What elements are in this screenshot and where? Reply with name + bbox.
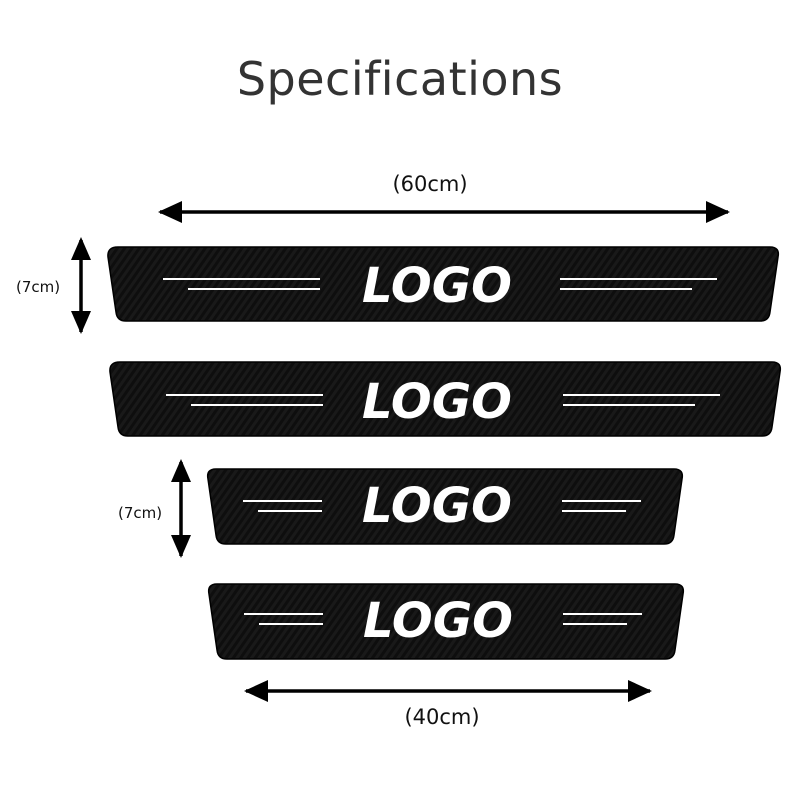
decor-lines-left bbox=[243, 500, 322, 512]
sill-plate-small-1: LOGO bbox=[206, 468, 684, 545]
decor-lines-right bbox=[560, 278, 717, 290]
logo-text: LOGO bbox=[362, 478, 512, 534]
page-title: Specifications bbox=[236, 52, 564, 106]
decor-lines-right bbox=[562, 500, 641, 512]
decor-lines-left bbox=[163, 278, 320, 290]
decor-lines-left bbox=[244, 613, 323, 625]
height-arrow-large bbox=[71, 237, 91, 334]
width-arrow-small bbox=[244, 680, 652, 702]
logo-text: LOGO bbox=[363, 593, 513, 649]
logo-text: LOGO bbox=[362, 258, 512, 314]
height-label-small: (7cm) bbox=[118, 504, 163, 522]
decor-lines-left bbox=[166, 394, 323, 406]
height-label-large: (7cm) bbox=[16, 278, 61, 296]
decor-lines-right bbox=[563, 394, 720, 406]
sill-plate-large-1: LOGO bbox=[107, 246, 780, 322]
width-label-large: (60cm) bbox=[392, 172, 468, 196]
sill-plate-large-2: LOGO bbox=[109, 361, 782, 437]
decor-lines-right bbox=[563, 613, 642, 625]
logo-text: LOGO bbox=[362, 374, 512, 430]
width-label-small: (40cm) bbox=[404, 705, 480, 729]
sill-plate-small-2: LOGO bbox=[207, 583, 685, 660]
width-arrow-large bbox=[158, 201, 730, 223]
height-arrow-small bbox=[171, 459, 191, 558]
